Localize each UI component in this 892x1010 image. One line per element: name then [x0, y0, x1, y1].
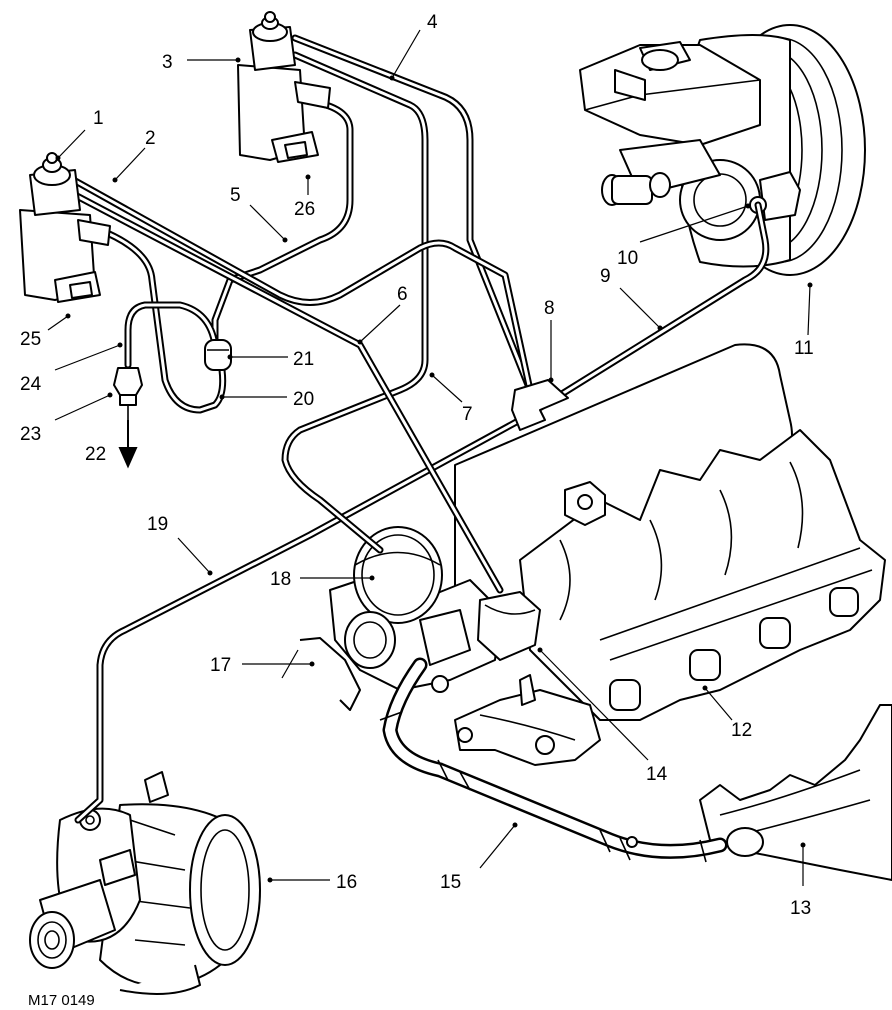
hose-assembly [379, 657, 728, 863]
callout-22: 22 [85, 444, 106, 465]
callout-3: 3 [162, 52, 173, 73]
callout-11: 11 [794, 338, 814, 359]
egr-solenoid [19, 152, 111, 303]
callout-16: 16 [336, 872, 357, 893]
callout-25: 25 [20, 329, 41, 350]
callout-6: 6 [397, 284, 408, 305]
intake-manifold [454, 343, 886, 721]
callout-17: 17 [210, 655, 231, 676]
tee-piece [511, 379, 569, 431]
alternator-vacuum-pump [29, 771, 261, 995]
callout-7: 7 [462, 404, 473, 425]
boost-solenoid [237, 11, 331, 163]
callout-8: 8 [544, 298, 555, 319]
filter [204, 339, 232, 371]
callout-5: 5 [230, 185, 241, 206]
callout-9: 9 [600, 266, 611, 287]
callout-14: 14 [646, 764, 668, 785]
callout-13: 13 [790, 898, 811, 919]
restrictor-valve [113, 367, 143, 420]
callout-23: 23 [20, 424, 41, 445]
callout-2: 2 [145, 128, 156, 149]
leader-dots [55, 57, 813, 883]
callout-26: 26 [294, 199, 315, 220]
vacuum-pipes [66, 34, 770, 824]
callout-24: 24 [20, 374, 42, 395]
egr-pipe-assembly [454, 674, 601, 766]
callout-12: 12 [731, 720, 752, 741]
callout-21: 21 [293, 349, 314, 370]
callout-19: 19 [147, 514, 168, 535]
callout-18: 18 [270, 569, 291, 590]
callout-15: 15 [440, 872, 461, 893]
egr-valve [299, 526, 541, 711]
exhaust-manifold [699, 704, 892, 881]
leader-lines [47, 29, 811, 886]
master-cylinder [579, 41, 761, 206]
callout-1: 1 [93, 108, 104, 129]
callout-20: 20 [293, 389, 314, 410]
figure-reference: M17 0149 [28, 992, 95, 1009]
callout-10: 10 [617, 248, 638, 269]
callout-4: 4 [427, 12, 438, 33]
downward-arrow-icon [118, 420, 138, 469]
